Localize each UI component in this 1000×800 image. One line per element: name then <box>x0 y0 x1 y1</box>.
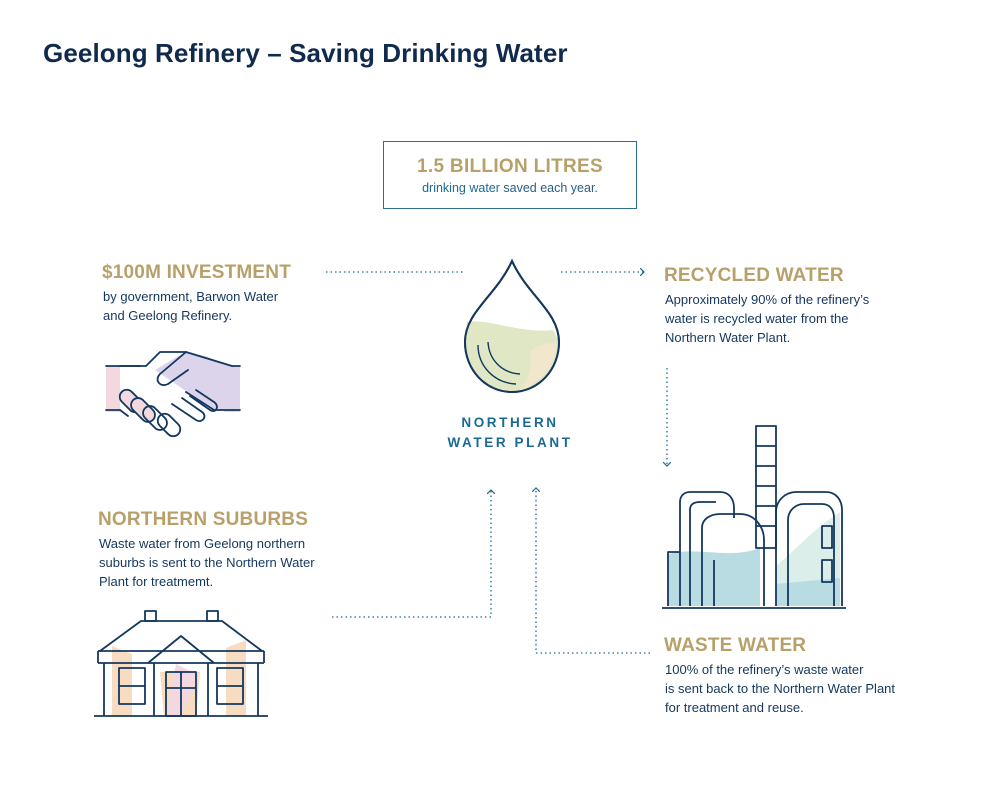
recycled-text: Approximately 90% of the refinery’s wate… <box>665 290 869 347</box>
waste-line: for treatment and reuse. <box>665 700 804 715</box>
plant-label: NORTHERN WATER PLANT <box>430 413 590 453</box>
connector-waste <box>536 488 650 654</box>
water-drop-icon <box>463 258 561 394</box>
savings-amount: 1.5 BILLION LITRES <box>417 156 603 177</box>
waste-line: 100% of the refinery’s waste water <box>665 662 864 677</box>
suburbs-line: suburbs is sent to the Northern Water <box>99 555 315 570</box>
recycled-heading: RECYCLED WATER <box>664 265 844 286</box>
suburbs-text: Waste water from Geelong northern suburb… <box>99 534 315 591</box>
recycled-line: water is recycled water from the <box>665 311 849 326</box>
suburbs-heading: NORTHERN SUBURBS <box>98 509 309 530</box>
page-title: Geelong Refinery – Saving Drinking Water <box>43 38 568 68</box>
refinery-icon <box>662 425 846 609</box>
plant-label-line: WATER PLANT <box>447 435 573 450</box>
waste-line: is sent back to the Northern Water Plant <box>665 681 896 696</box>
investment-heading: $100M INVESTMENT <box>102 262 292 283</box>
connector-suburbs <box>332 490 491 618</box>
savings-caption: drinking water saved each year. <box>384 181 636 195</box>
handshake-icon <box>105 351 241 438</box>
waste-text: 100% of the refinery’s waste water is se… <box>665 660 895 717</box>
suburbs-line: Waste water from Geelong northern <box>99 536 306 551</box>
recycled-line: Northern Water Plant. <box>665 330 791 345</box>
investment-line: by government, Barwon Water <box>103 289 279 304</box>
flow-connectors <box>326 272 667 654</box>
investment-line: and Geelong Refinery. <box>103 308 233 323</box>
savings-caption-rest: saved each year. <box>499 181 598 195</box>
suburbs-line: Plant for treatmemt. <box>99 574 214 589</box>
savings-callout: 1.5 BILLION LITRES drinking water saved … <box>383 141 637 209</box>
savings-caption-highlight: drinking water <box>422 181 500 195</box>
house-icon <box>94 610 268 717</box>
plant-label-line: NORTHERN <box>461 415 559 430</box>
investment-text: by government, Barwon Water and Geelong … <box>103 287 278 325</box>
recycled-line: Approximately 90% of the refinery’s <box>665 292 870 307</box>
waste-heading: WASTE WATER <box>664 635 807 656</box>
